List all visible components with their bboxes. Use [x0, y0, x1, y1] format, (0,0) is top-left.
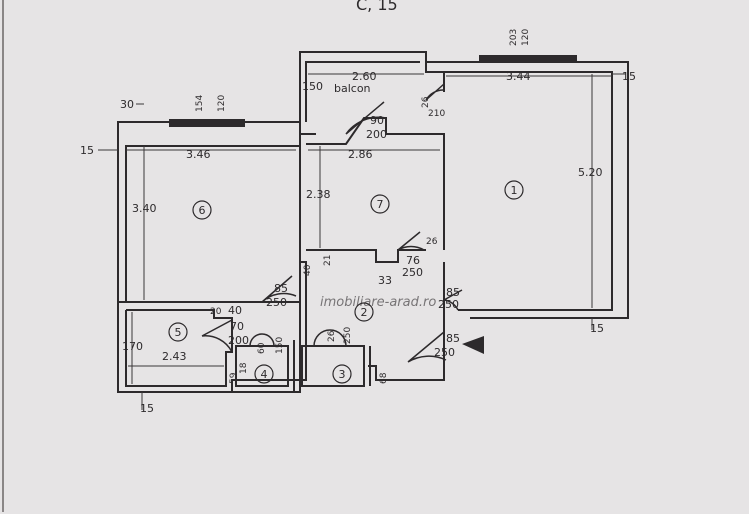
room-7-label: 7 — [377, 198, 384, 211]
room-1-outline — [426, 61, 629, 319]
dim-250d: 250 — [434, 346, 455, 359]
dimension-labels: 203 120 2.60 balcon 150 3.44 15 30 154 1… — [80, 29, 636, 415]
door-room-6 — [261, 275, 297, 303]
dim-18: 18 — [239, 362, 249, 374]
dim-21: 21 — [323, 255, 333, 266]
room-3-label: 3 — [339, 368, 346, 381]
hall-right — [368, 262, 445, 381]
door-bath-4 — [249, 333, 275, 347]
room-6-inner — [125, 145, 301, 303]
dim-15-br: 15 — [590, 322, 604, 335]
dim-26c: 26 — [327, 330, 337, 342]
dim-243: 2.43 — [162, 350, 187, 363]
room-1-inner — [444, 71, 613, 311]
dim-520: 5.20 — [578, 166, 603, 179]
dim-15-tr: 15 — [622, 70, 636, 83]
dim-120b: 120 — [217, 95, 227, 112]
dim-250a: 250 — [402, 266, 423, 279]
bath-4-outline — [235, 345, 289, 387]
dim-170: 170 — [122, 340, 143, 353]
room-5-circle — [168, 322, 188, 342]
dim-26b: 26 — [426, 237, 438, 247]
dim-260: 2.60 — [352, 70, 377, 83]
door-room-7 — [397, 231, 425, 251]
room-6-label: 6 — [199, 204, 206, 217]
dim-90: 90 — [370, 114, 384, 127]
dim-250b: 250 — [266, 296, 287, 309]
dim-15-left: 15 — [80, 144, 94, 157]
room-2-circle — [354, 302, 374, 322]
dim-60: 60 — [257, 342, 267, 354]
door-room-5 — [201, 319, 233, 353]
door-bath-3 — [313, 329, 347, 347]
door-balcony — [345, 101, 387, 135]
dim-15-bottom: 15 — [140, 402, 154, 415]
door-entrance — [407, 331, 447, 363]
bath-3-outline — [301, 345, 365, 387]
dim-346: 3.46 — [186, 148, 211, 161]
dim-85b: 85 — [446, 286, 460, 299]
dim-210: 210 — [428, 109, 445, 119]
balcony-inner — [305, 61, 420, 122]
dim-59: 59 — [229, 372, 239, 384]
header-scribble: C, 15 — [356, 0, 398, 14]
door-room-1-upper — [425, 83, 445, 101]
dim-200a: 200 — [366, 128, 387, 141]
dim-70: 70 — [230, 320, 244, 333]
door-swings — [201, 83, 463, 363]
dim-68: 68 — [379, 372, 389, 384]
dim-40a: 40 — [303, 264, 313, 276]
room-5-label: 5 — [175, 326, 182, 339]
entrance-arrow-icon — [462, 336, 484, 354]
dim-150: 150 — [302, 80, 323, 93]
dim-33: 33 — [378, 274, 392, 287]
dim-40b: 40 — [228, 304, 242, 317]
dim-120a: 120 — [521, 29, 531, 46]
window-room-6 — [169, 119, 245, 127]
room-4-circle — [254, 364, 274, 384]
room-7-circle — [370, 194, 390, 214]
dim-250c: 250 — [438, 298, 459, 311]
dim-203: 203 — [509, 29, 519, 46]
watermark: imobiliare-arad.ro — [320, 295, 436, 310]
dim-200b: 200 — [228, 334, 249, 347]
windows — [169, 55, 577, 127]
dim-26a: 26 — [421, 96, 431, 108]
room-numbers: 1 2 3 4 5 6 7 — [175, 184, 518, 381]
dim-286: 2.86 — [348, 148, 373, 161]
room-6-outline — [117, 121, 301, 393]
room-4-label: 4 — [261, 368, 268, 381]
room-1-circle — [504, 180, 524, 200]
dim-76: 76 — [406, 254, 420, 267]
dim-340: 3.40 — [132, 202, 157, 215]
dim-85a: 85 — [274, 282, 288, 295]
dim-238: 2.38 — [306, 188, 331, 201]
window-room-1 — [479, 55, 577, 61]
dim-20: 20 — [210, 307, 222, 317]
dim-154: 154 — [195, 95, 205, 112]
dim-30: 30 — [120, 98, 134, 111]
balcon-label: balcon — [334, 82, 371, 95]
dim-250e: 250 — [343, 327, 353, 344]
dim-85c: 85 — [446, 332, 460, 345]
room-markers — [168, 180, 524, 384]
room-2-label: 2 — [361, 306, 368, 319]
dimension-lines — [98, 73, 626, 410]
room-1-label: 1 — [511, 184, 518, 197]
door-room-1-lower — [443, 289, 463, 311]
dim-344: 3.44 — [506, 70, 531, 83]
room-6-circle — [192, 200, 212, 220]
dim-150b: 150 — [275, 337, 285, 354]
bottom-wall — [118, 379, 300, 393]
room-3-circle — [332, 364, 352, 384]
room-7-bottom — [306, 249, 426, 263]
